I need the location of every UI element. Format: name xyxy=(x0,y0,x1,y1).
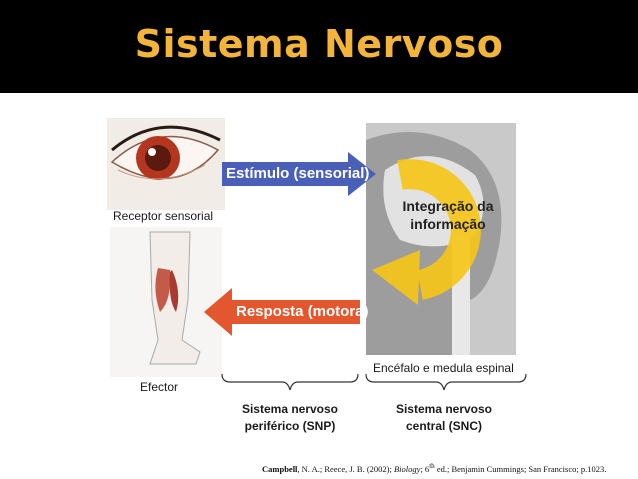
brain-image xyxy=(366,123,516,355)
snc-brace xyxy=(365,373,527,391)
integration-label: Integração da informação xyxy=(388,197,508,233)
leg-image xyxy=(110,227,222,377)
citation: Campbell, N. A.; Reece, J. B. (2002); Bi… xyxy=(262,462,606,474)
effector-label: Efector xyxy=(140,380,179,394)
citation-tail: ed.; Benjamin Cummings; San Francisco; p… xyxy=(434,463,607,474)
snp-brace xyxy=(221,373,359,391)
stimulus-label: Estímulo (sensorial) xyxy=(226,165,370,182)
response-arrow xyxy=(204,288,360,336)
response-label: Resposta (motora) xyxy=(236,303,369,320)
snc-line-2: central (SNC) xyxy=(405,419,482,433)
citation-edition-sup: th xyxy=(429,462,435,470)
snc-label: Sistema nervoso central (SNC) xyxy=(378,401,510,435)
integration-arrow xyxy=(372,159,481,305)
cns-organs-label: Encéfalo e medula espinal xyxy=(373,361,514,375)
integration-line-2: informação xyxy=(410,216,486,232)
title-bar xyxy=(0,0,638,93)
snc-line-1: Sistema nervoso xyxy=(395,402,493,416)
snp-line-2: periférico (SNP) xyxy=(244,419,336,433)
citation-edition: ; 6 xyxy=(420,463,430,474)
eye-image xyxy=(107,118,225,210)
integration-line-1: Integração da xyxy=(402,198,494,214)
snp-label: Sistema nervoso periférico (SNP) xyxy=(224,401,356,435)
receptor-label: Receptor sensorial xyxy=(113,209,214,223)
citation-book: Biology xyxy=(393,463,421,474)
stimulus-arrow xyxy=(222,152,376,196)
snp-line-1: Sistema nervoso xyxy=(241,402,339,416)
slide-title: Sistema Nervoso xyxy=(134,22,504,66)
citation-authors: Campbell xyxy=(262,463,298,474)
citation-rest: , N. A.; Reece, J. B. (2002); xyxy=(297,463,394,474)
